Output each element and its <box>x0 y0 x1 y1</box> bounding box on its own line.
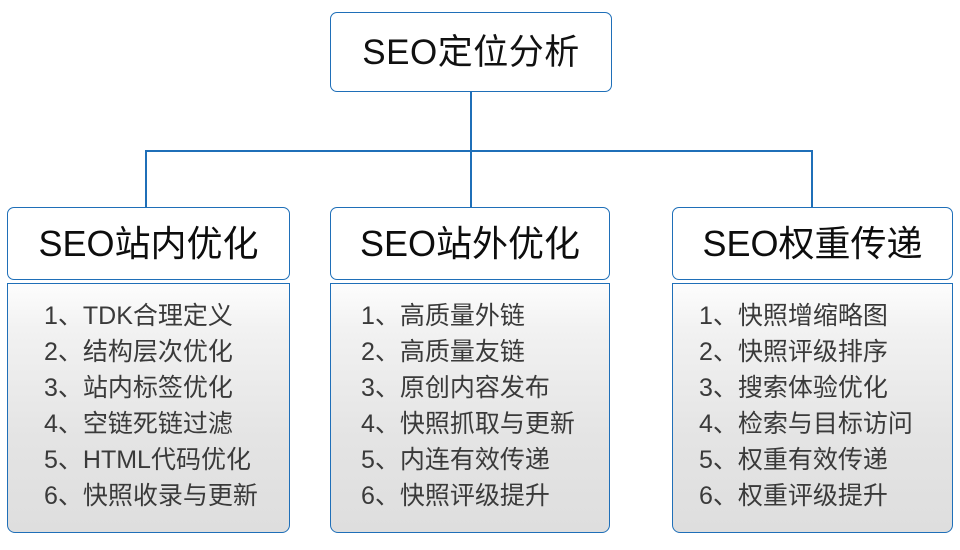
connector-horizontal-bar <box>145 150 813 152</box>
list-item: 2、快照评级排序 <box>699 338 888 366</box>
list-item: 6、快照收录与更新 <box>44 482 258 510</box>
list-item: 4、快照抓取与更新 <box>361 410 575 438</box>
list-item: 3、站内标签优化 <box>44 374 233 402</box>
branch-header-label-2: SEO站外优化 <box>359 222 581 264</box>
connector-root-stem <box>470 92 472 151</box>
branch-header-3[interactable]: SEO权重传递 <box>672 207 953 280</box>
list-item: 1、快照增缩略图 <box>699 302 888 330</box>
connector-drop-branch-2 <box>470 150 472 208</box>
list-item: 6、快照评级提升 <box>361 482 550 510</box>
list-item: 4、空链死链过滤 <box>44 410 233 438</box>
connector-drop-branch-1 <box>145 150 147 208</box>
branch-column-2: SEO站外优化 1、高质量外链 2、高质量友链 3、原创内容发布 4、快照抓取与… <box>330 207 610 533</box>
connector-drop-branch-3 <box>811 150 813 208</box>
branch-header-1[interactable]: SEO站内优化 <box>7 207 290 280</box>
branch-header-label-3: SEO权重传递 <box>702 222 923 264</box>
branch-item-list-2: 1、高质量外链 2、高质量友链 3、原创内容发布 4、快照抓取与更新 5、内连有… <box>331 298 575 514</box>
list-item: 2、高质量友链 <box>361 338 525 366</box>
list-item: 5、权重有效传递 <box>699 446 888 474</box>
list-item: 4、检索与目标访问 <box>699 410 913 438</box>
branch-header-label-1: SEO站内优化 <box>38 222 259 264</box>
branch-body-2: 1、高质量外链 2、高质量友链 3、原创内容发布 4、快照抓取与更新 5、内连有… <box>330 283 610 533</box>
branch-column-3: SEO权重传递 1、快照增缩略图 2、快照评级排序 3、搜索体验优化 4、检索与… <box>672 207 953 533</box>
list-item: 3、搜索体验优化 <box>699 374 888 402</box>
list-item: 3、原创内容发布 <box>361 374 550 402</box>
branch-item-list-1: 1、TDK合理定义 2、结构层次优化 3、站内标签优化 4、空链死链过滤 5、H… <box>8 298 258 514</box>
list-item: 2、结构层次优化 <box>44 338 233 366</box>
branch-body-1: 1、TDK合理定义 2、结构层次优化 3、站内标签优化 4、空链死链过滤 5、H… <box>7 283 290 533</box>
list-item: 6、权重评级提升 <box>699 482 888 510</box>
branch-body-3: 1、快照增缩略图 2、快照评级排序 3、搜索体验优化 4、检索与目标访问 5、权… <box>672 283 953 533</box>
root-node[interactable]: SEO定位分析 <box>330 12 612 92</box>
branch-column-1: SEO站内优化 1、TDK合理定义 2、结构层次优化 3、站内标签优化 4、空链… <box>7 207 290 533</box>
branch-header-2[interactable]: SEO站外优化 <box>330 207 610 280</box>
root-node-label: SEO定位分析 <box>362 32 580 72</box>
list-item: 5、HTML代码优化 <box>44 446 251 474</box>
branch-item-list-3: 1、快照增缩略图 2、快照评级排序 3、搜索体验优化 4、检索与目标访问 5、权… <box>673 298 913 514</box>
list-item: 1、高质量外链 <box>361 302 525 330</box>
list-item: 1、TDK合理定义 <box>44 302 233 330</box>
list-item: 5、内连有效传递 <box>361 446 550 474</box>
